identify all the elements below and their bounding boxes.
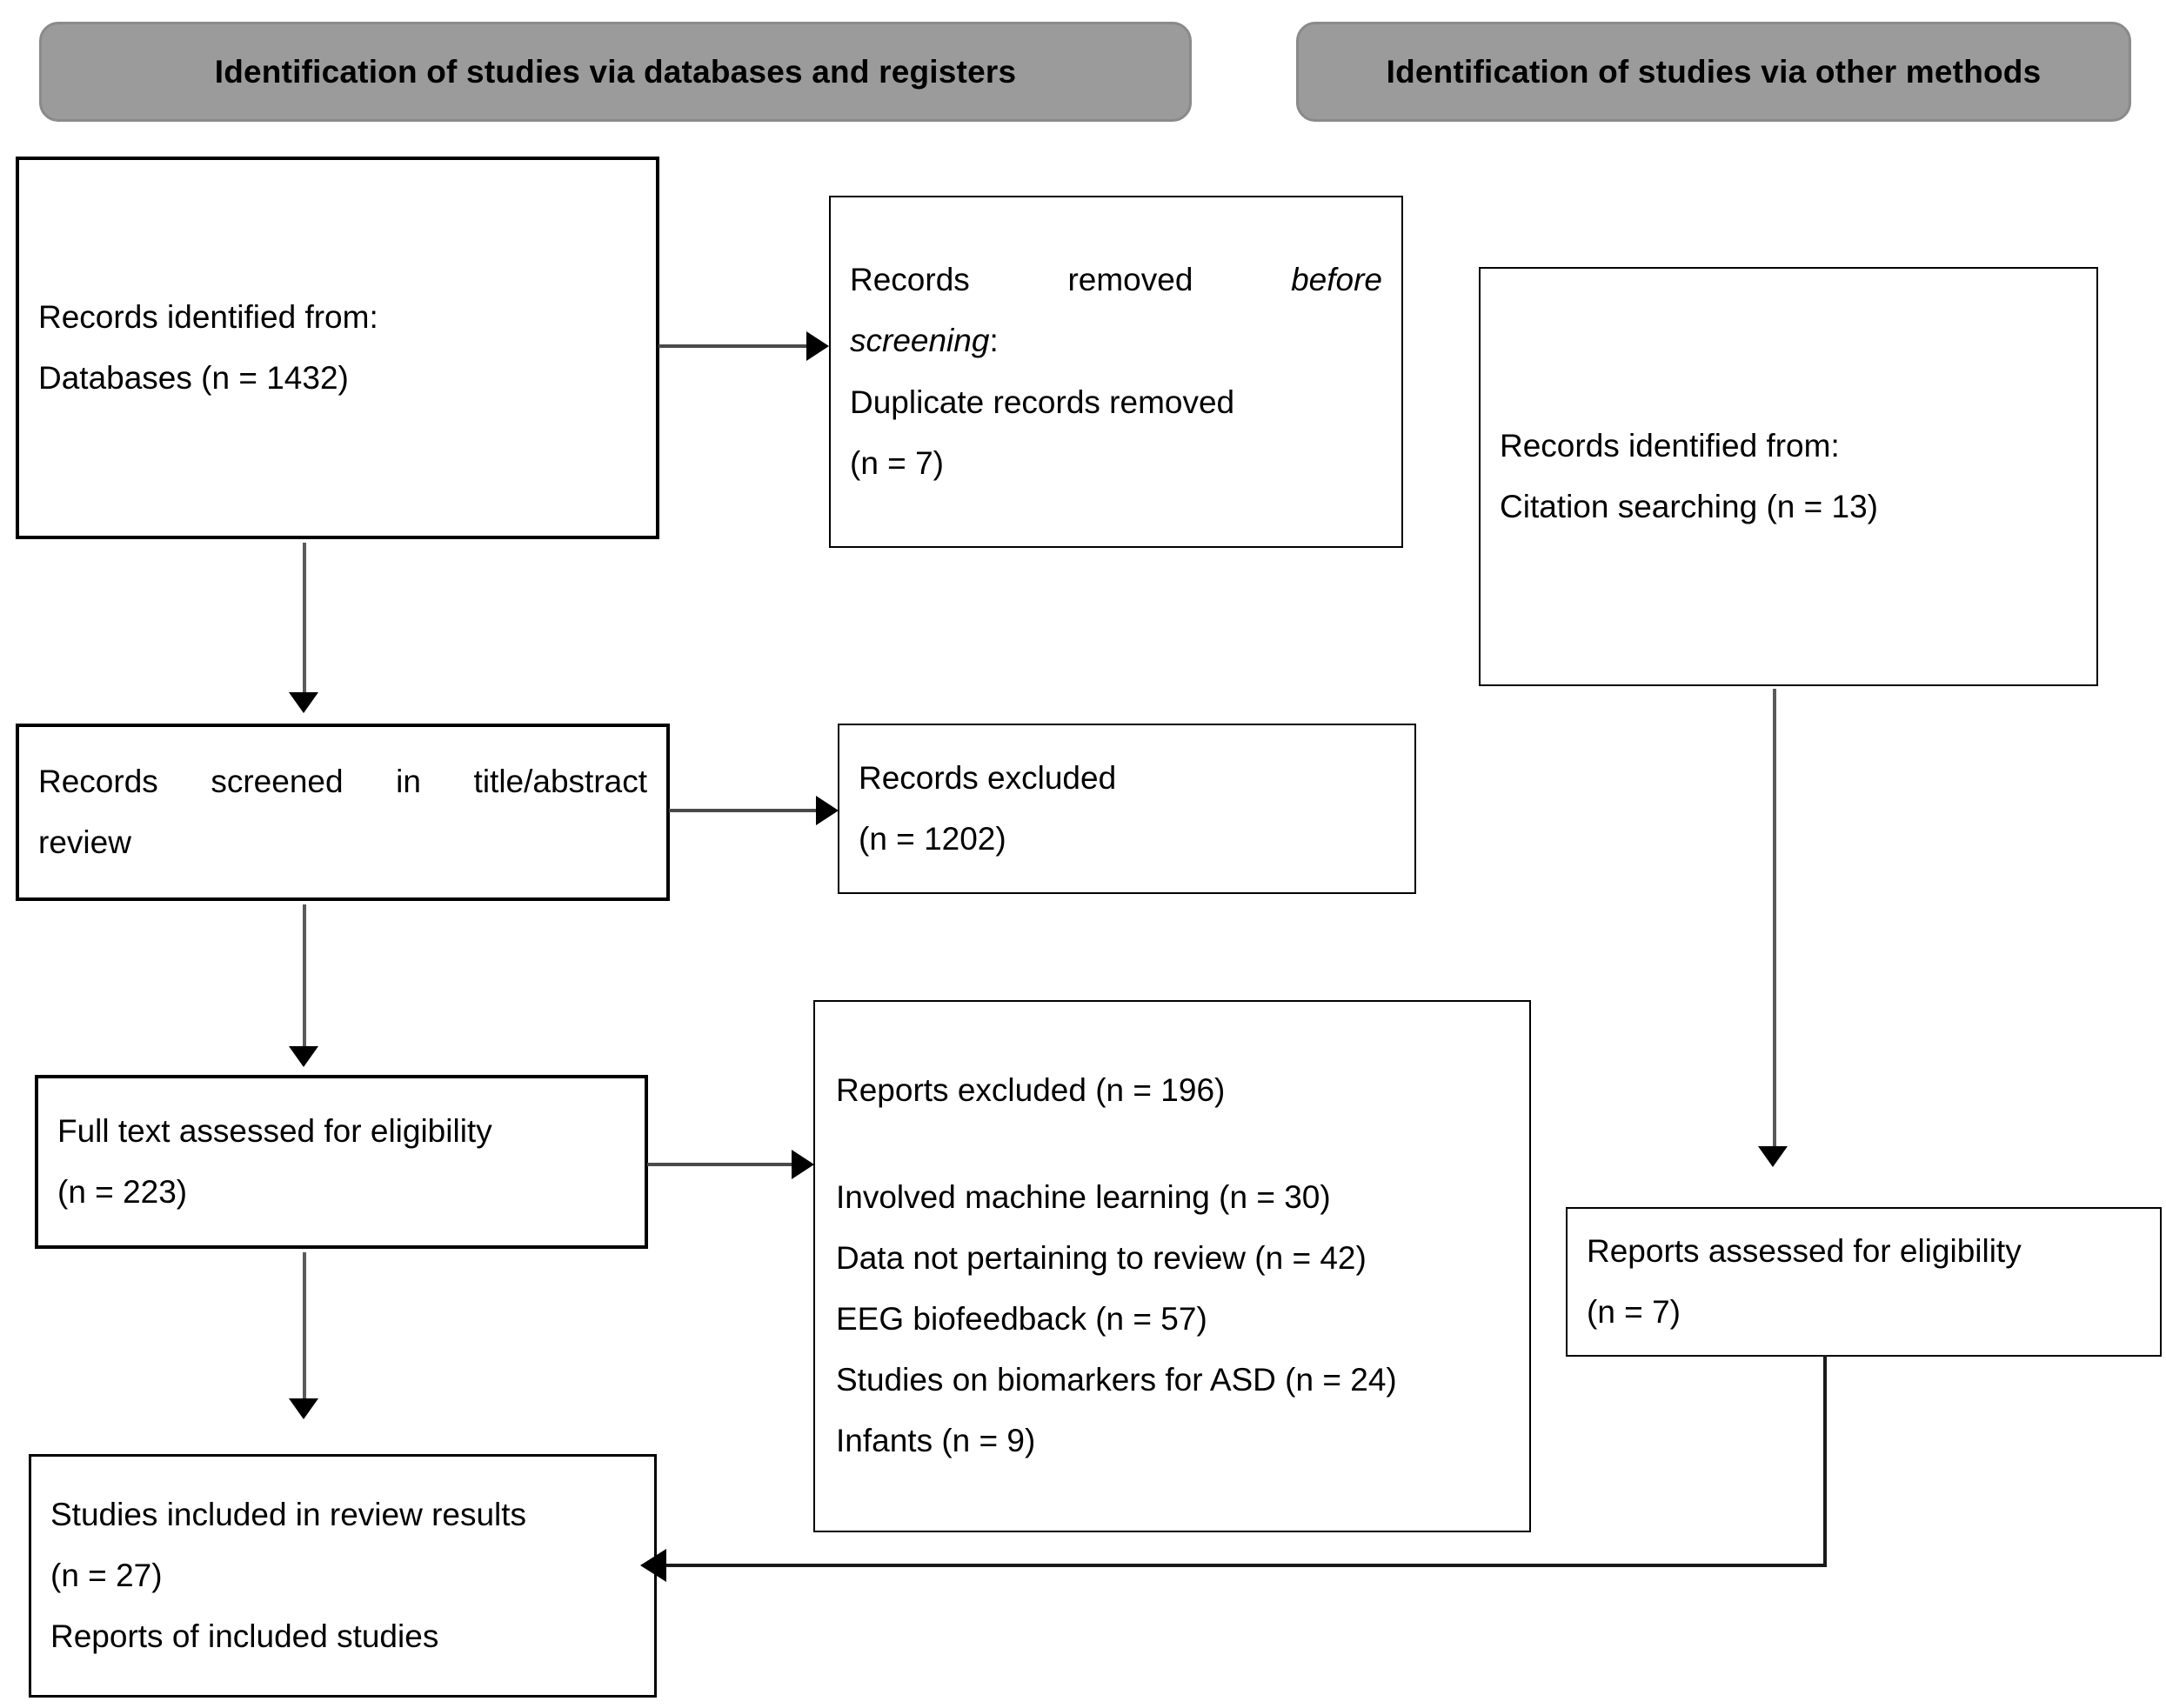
- arrowhead-screened-to-excluded: [816, 796, 839, 825]
- arrowhead-fulltext-to-included: [289, 1398, 318, 1419]
- full-text-assessed-line2: (n = 223): [57, 1174, 188, 1210]
- arrowhead-reports-assessed-to-included: [640, 1549, 666, 1582]
- records-removed-word-records: Records: [850, 262, 970, 298]
- connector-screened-to-fulltext: [303, 904, 306, 1049]
- box-reports-assessed: Reports assessed for eligibility (n = 7): [1566, 1207, 2162, 1357]
- box-records-identified-citation: Records identified from: Citation search…: [1479, 267, 2098, 686]
- studies-included-line3: Reports of included studies: [50, 1618, 439, 1655]
- box-records-screened-content: Records screened in title/abstract revie…: [19, 757, 666, 867]
- records-removed-colon: :: [989, 323, 999, 359]
- records-removed-line2: screening:: [850, 317, 1382, 365]
- connector-reports-assessed-to-included: [661, 1564, 1827, 1567]
- reports-excluded-heading: Reports excluded (n = 196): [836, 1072, 1226, 1109]
- reports-assessed-line1: Reports assessed for eligibility: [1587, 1232, 2022, 1269]
- connector-citation-to-reports-assessed: [1773, 689, 1776, 1148]
- arrowhead-identified-to-screened: [289, 692, 318, 713]
- records-screened-word-in: in: [396, 763, 421, 799]
- arrowhead-citation-to-reports-assessed: [1758, 1146, 1788, 1167]
- records-screened-line2: review: [38, 824, 131, 860]
- box-full-text-assessed-content: Full text assessed for eligibility (n = …: [38, 1107, 645, 1217]
- box-records-removed-before-screening: Records removed before screening: Duplic…: [829, 196, 1403, 548]
- records-removed-word-screening: screening: [850, 323, 990, 359]
- arrowhead-fulltext-to-reports-excluded: [792, 1150, 814, 1179]
- studies-included-line2: (n = 27): [50, 1557, 163, 1593]
- header-banner-other-methods: Identification of studies via other meth…: [1296, 22, 2131, 122]
- records-removed-word-removed: removed: [1067, 262, 1193, 298]
- reports-assessed-line2: (n = 7): [1587, 1294, 1681, 1330]
- records-screened-word-records: Records: [38, 763, 158, 799]
- arrowhead-screened-to-fulltext: [289, 1046, 318, 1067]
- box-records-removed-content: Records removed before screening: Duplic…: [831, 256, 1401, 488]
- full-text-assessed-line1: Full text assessed for eligibility: [57, 1112, 492, 1149]
- connector-fulltext-to-included: [303, 1252, 306, 1400]
- reports-excluded-reason-2: EEG biofeedback (n = 57): [836, 1301, 1207, 1337]
- reports-excluded-spacer: [836, 1128, 1508, 1173]
- connector-identified-to-removed: [658, 344, 808, 348]
- box-reports-excluded: Reports excluded (n = 196) Involved mach…: [813, 1000, 1531, 1532]
- records-screened-word-titleabstract: title/abstract: [473, 763, 648, 799]
- connector-identified-to-screened: [303, 543, 306, 694]
- connector-fulltext-to-reports-excluded: [647, 1163, 793, 1166]
- connector-reports-assessed-elbow-vertical: [1823, 1355, 1827, 1567]
- records-identified-citation-line1: Records identified from:: [1500, 427, 1840, 464]
- box-records-excluded-content: Records excluded (n = 1202): [839, 754, 1414, 864]
- records-removed-line4: (n = 7): [850, 444, 944, 481]
- records-removed-line1: Records removed before: [850, 256, 1382, 304]
- box-records-screened: Records screened in title/abstract revie…: [16, 724, 670, 901]
- reports-excluded-reason-4: Infants (n = 9): [836, 1423, 1036, 1459]
- records-identified-citation-line2: Citation searching (n = 13): [1500, 489, 1878, 524]
- records-screened-word-screened: screened: [211, 763, 344, 799]
- box-records-excluded: Records excluded (n = 1202): [838, 724, 1416, 894]
- box-records-identified-citation-content: Records identified from: Citation search…: [1481, 422, 2096, 531]
- records-identified-databases-line2: Databases (n = 1432): [38, 360, 349, 396]
- header-banner-databases-label: Identification of studies via databases …: [214, 53, 1017, 90]
- box-studies-included: Studies included in review results (n = …: [29, 1454, 657, 1698]
- box-records-identified-databases-content: Records identified from: Databases (n = …: [19, 293, 656, 403]
- box-reports-excluded-content: Reports excluded (n = 196) Involved mach…: [815, 1066, 1529, 1465]
- records-excluded-line1: Records excluded: [859, 759, 1117, 796]
- reports-excluded-reason-0: Involved machine learning (n = 30): [836, 1178, 1331, 1215]
- connector-screened-to-excluded: [669, 809, 819, 812]
- records-excluded-line2: (n = 1202): [859, 821, 1006, 857]
- reports-excluded-reason-3: Studies on biomarkers for ASD (n = 24): [836, 1362, 1397, 1398]
- records-removed-word-before: before: [1291, 262, 1382, 298]
- records-identified-databases-line1: Records identified from:: [38, 298, 378, 335]
- box-records-identified-databases: Records identified from: Databases (n = …: [16, 157, 659, 539]
- arrowhead-identified-to-removed: [806, 331, 829, 361]
- studies-included-line1: Studies included in review results: [50, 1496, 527, 1532]
- box-reports-assessed-content: Reports assessed for eligibility (n = 7): [1568, 1227, 2160, 1337]
- records-screened-line1: Records screened in title/abstract: [38, 757, 647, 806]
- header-banner-other-methods-label: Identification of studies via other meth…: [1386, 53, 2042, 90]
- header-banner-databases: Identification of studies via databases …: [39, 22, 1192, 122]
- box-full-text-assessed: Full text assessed for eligibility (n = …: [35, 1075, 648, 1249]
- records-removed-line3: Duplicate records removed: [850, 384, 1235, 420]
- box-studies-included-content: Studies included in review results (n = …: [31, 1491, 654, 1662]
- reports-excluded-reason-1: Data not pertaining to review (n = 42): [836, 1239, 1367, 1276]
